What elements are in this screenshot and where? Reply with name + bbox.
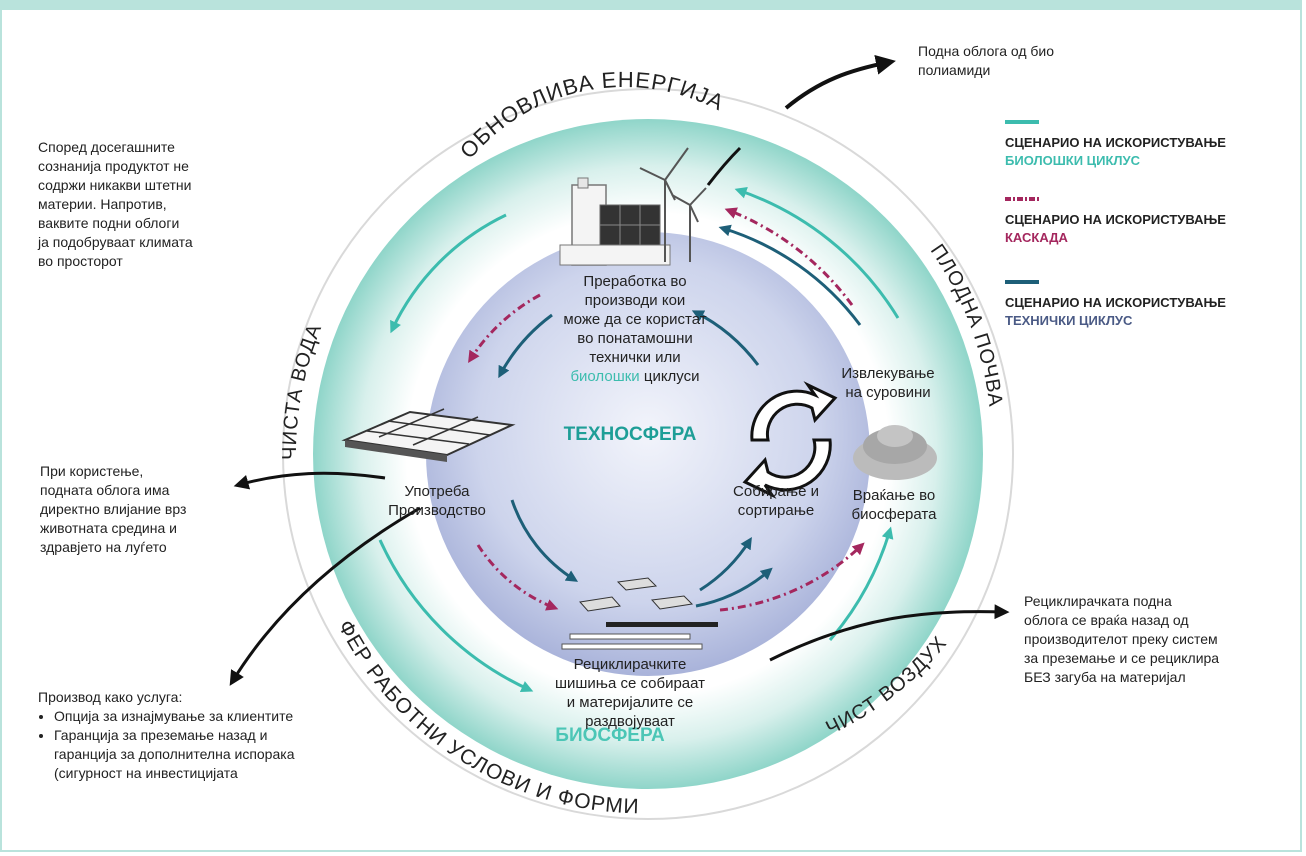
legend-line-bio [1005, 120, 1039, 124]
note-line: Според досегашните [38, 139, 175, 155]
recycled-line: раздвојуваат [585, 713, 675, 730]
tech-arrow-inner-right [691, 310, 760, 366]
note-line: во просторот [38, 253, 123, 269]
note-line: ја подобруваат климата [38, 234, 193, 250]
list-item: Опција за изнајмување за клиентите [54, 707, 298, 726]
outer-ring [282, 88, 1014, 820]
note-line: Рециклирачката подна [1024, 593, 1172, 609]
cascade-arrow-upper-right [724, 207, 854, 306]
note-line: полиамиди [918, 62, 991, 78]
usage-text: Употреба Производство [372, 482, 502, 520]
return-text: Враќање во биосферата [834, 486, 954, 524]
note-line: животната средина и [40, 520, 177, 536]
tech-arrow-inner-left [498, 313, 553, 379]
cascade-arrow-inner-left [468, 293, 541, 364]
cascade-arrow-lower-right [719, 542, 865, 612]
usage-line: Производство [388, 502, 486, 519]
biosphere-label: БИОСФЕРА [555, 725, 665, 746]
collection-line: сортирање [737, 502, 815, 519]
note-line: БЕЗ загуба на материјал [1024, 669, 1186, 685]
raw-material-pile-icon [853, 425, 937, 480]
legend-item-tech: СЦЕНАРИО НА ИСКОРИСТУВАЊЕ ТЕХНИЧКИ ЦИКЛУ… [1005, 294, 1226, 330]
note-top-right: Подна облога од био полиамиди [918, 42, 1118, 80]
note-line: содржи никакви штетни [38, 177, 192, 193]
return-line: биосферата [851, 506, 937, 523]
legend-line-cascade [1005, 197, 1039, 201]
legend-title: СЦЕНАРИО НА ИСКОРИСТУВАЊЕ [1005, 295, 1226, 310]
extraction-line: Извлекување [841, 365, 935, 382]
note-line: производителот преку систем [1024, 631, 1218, 647]
tech-arrow-lower-right [695, 567, 773, 608]
legend-subtitle: ТЕХНИЧКИ ЦИКЛУС [1005, 313, 1133, 328]
legend-title: СЦЕНАРИО НА ИСКОРИСТУВАЊЕ [1005, 212, 1226, 227]
legend-item-cascade: СЦЕНАРИО НА ИСКОРИСТУВАЊЕ КАСКАДА [1005, 211, 1226, 247]
list-item: Гаранција за преземање назад и гаранција… [54, 726, 298, 783]
note-bottom-left: Производ како услуга: Опција за изнајмув… [38, 688, 298, 783]
callout-arrow-recycling [769, 604, 1010, 662]
bio-arrow-lower-left [378, 539, 534, 693]
note-line: директно влијание врз [40, 501, 187, 517]
processing-text: Преработка во производи кои може да се к… [540, 272, 730, 386]
note-bottom-right: Рециклирачката подна облога се враќа наз… [1024, 592, 1254, 687]
extraction-line: на суровини [845, 384, 931, 401]
tech-arrow-upper-right [718, 224, 862, 326]
factory-icon [559, 177, 671, 266]
collection-text: Собирање и сортирање [716, 482, 836, 520]
cycles-word: циклуси [639, 368, 700, 385]
note-line: облога се враќа назад од [1024, 612, 1189, 628]
note-mid-left: При користење, подната облога има директ… [40, 462, 240, 557]
callout-arrow-usage [233, 471, 386, 490]
processing-line: Преработка во [583, 273, 687, 290]
processing-line: во понатамошни [577, 330, 693, 347]
biological-word: биолошки [570, 368, 640, 385]
recycled-tiles-icon [561, 577, 718, 650]
technosphere-core [426, 232, 870, 676]
carpet-tiles-icon [341, 408, 516, 462]
collection-line: Собирање и [733, 483, 819, 500]
bio-arrow-upper-right [734, 187, 900, 319]
processing-line: технички или [589, 349, 681, 366]
note-line: При користење, [40, 463, 144, 479]
recycled-line: и материјалите се [566, 694, 694, 711]
processing-line: производи кои [584, 292, 686, 309]
note-line: подната облога има [40, 482, 170, 498]
callout-line-turbine [706, 146, 742, 186]
note-line: ваквите подни облоги [38, 215, 180, 231]
callout-arrow-top-right [784, 54, 896, 110]
note-line: здравјето на луѓето [40, 539, 167, 555]
bio-arrow-upper-left [390, 213, 507, 334]
legend-line-tech [1005, 280, 1039, 284]
legend-subtitle: БИОЛОШКИ ЦИКЛУС [1005, 153, 1141, 168]
legend-subtitle: КАСКАДА [1005, 230, 1068, 245]
tech-arrow-bottom [699, 536, 752, 592]
recycling-arrows-icon [742, 381, 838, 499]
note-title: Производ како услуга: [38, 689, 183, 705]
note-line: Подна облога од био [918, 43, 1055, 59]
note-line: за преземање и се рециклира [1024, 650, 1220, 666]
recycled-line: шишиња се собираат [554, 675, 706, 692]
usage-line: Употреба [404, 483, 470, 500]
technosphere-label: ТЕХНОСФЕРА [563, 424, 697, 445]
cascade-arrow-lower-left [476, 544, 559, 611]
extraction-text: Извлекување на суровини [828, 364, 948, 402]
legend-item-bio: СЦЕНАРИО НА ИСКОРИСТУВАЊЕ БИОЛОШКИ ЦИКЛУ… [1005, 134, 1226, 170]
callout-arrow-service [229, 506, 421, 686]
recycled-line: Рециклирачките [573, 656, 687, 673]
processing-line-last: биолошки циклуси [540, 367, 730, 386]
service-list: Опција за изнајмување за клиентите Гаран… [38, 707, 298, 783]
wind-turbine-icon [639, 147, 707, 262]
note-top-left: Според досегашните сознанија продуктот н… [38, 138, 268, 271]
processing-line: може да се користат [563, 311, 707, 328]
return-line: Враќање во [852, 487, 936, 504]
recycled-text: Рециклирачките шишиња се собираат и мате… [540, 655, 720, 731]
note-line: сознанија продуктот не [38, 158, 189, 174]
tech-arrow-lower-left [510, 499, 579, 582]
note-line: материи. Напротив, [38, 196, 167, 212]
legend-title: СЦЕНАРИО НА ИСКОРИСТУВАЊЕ [1005, 135, 1226, 150]
